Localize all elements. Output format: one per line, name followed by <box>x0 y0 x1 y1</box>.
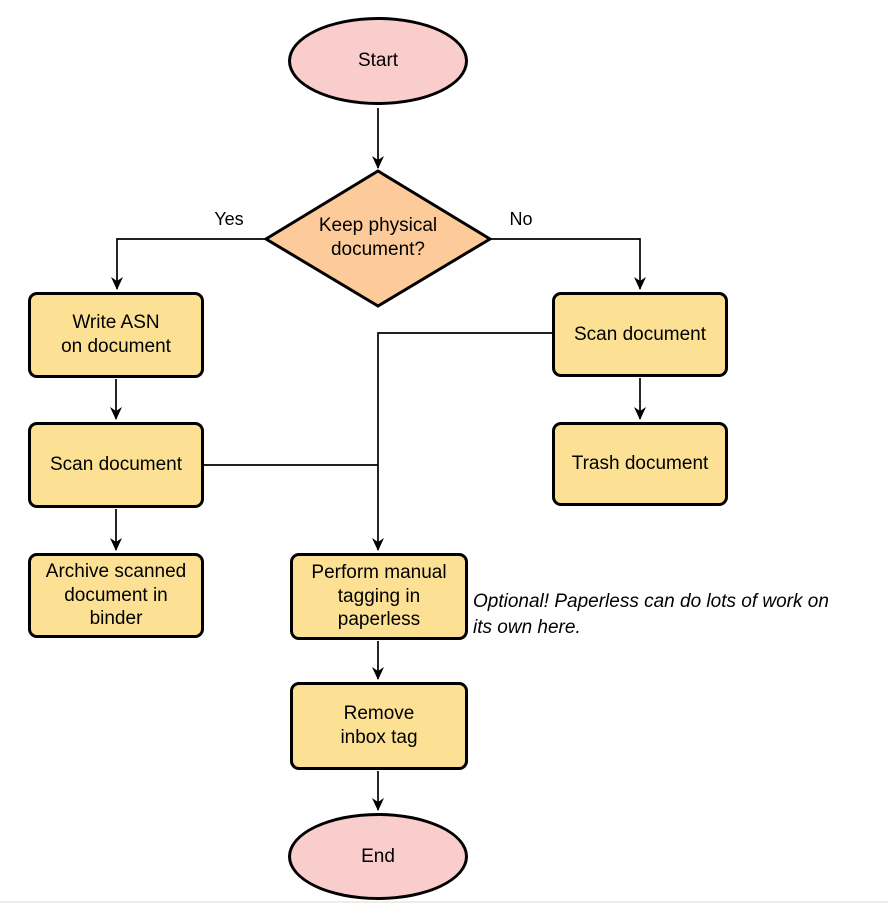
process-node-archive-in-binder: Archive scanned document in binder <box>28 553 204 638</box>
process-node-scan-document-left: Scan document <box>28 422 204 508</box>
optional-annotation-text: Optional! Paperless can do lots of work … <box>473 591 829 639</box>
decision-node-label: Keep physical document? <box>318 215 438 260</box>
end-node: End <box>288 813 468 900</box>
process-node-write-asn: Write ASN on document <box>28 292 204 378</box>
edge-label-no: No <box>509 209 533 229</box>
edge-decision-no-to-scan-right <box>489 238 646 290</box>
bottom-edge-line <box>0 901 888 903</box>
process-node-trash-document: Trash document <box>552 422 728 506</box>
process-node-scan-document-right: Scan document <box>552 292 728 377</box>
edge-scan-right-to-manual-tagging <box>372 332 552 551</box>
edge-label-yes: Yes <box>214 209 244 229</box>
process-node-manual-tagging: Perform manual tagging in paperless <box>290 553 468 640</box>
decision-diamond-shape <box>263 169 493 308</box>
edge-decision-yes-to-write-asn <box>111 238 266 290</box>
start-node: Start <box>288 17 468 105</box>
process-node-remove-inbox-tag: Remove inbox tag <box>290 682 468 770</box>
